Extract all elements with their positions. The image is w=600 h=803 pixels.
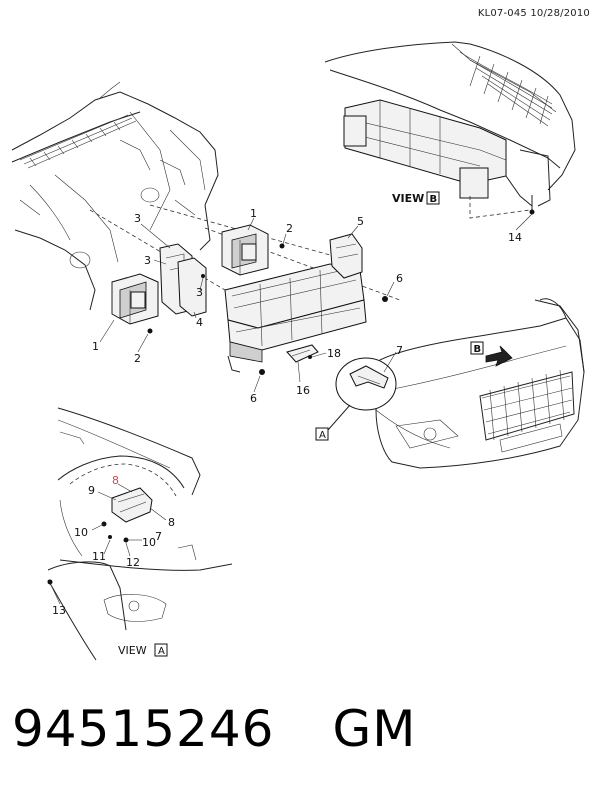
callout-3-top: 3 [134, 212, 141, 225]
callout-10-left: 10 [74, 526, 88, 539]
callout-1-upper: 1 [250, 207, 257, 220]
impact-bar-assembly [224, 233, 367, 373]
callout-4: 4 [196, 316, 203, 329]
callout-2-upper: 2 [286, 222, 293, 235]
fastener-3 [201, 274, 205, 278]
bracket-16 [286, 344, 319, 363]
callout-13: 13 [52, 604, 66, 617]
fastener-6-lower [259, 369, 265, 375]
view-a-letter-box [154, 643, 168, 657]
callout-6-lower: 6 [250, 392, 257, 405]
leader-lines [50, 217, 397, 605]
callout-2-lower: 2 [134, 352, 141, 365]
view-b-letter: B [430, 194, 438, 205]
view-b-bumper-assembly [324, 41, 576, 231]
callout-8-highlighted: 8 [112, 474, 119, 487]
callout-14: 14 [508, 231, 522, 244]
energy-absorber-lower [111, 273, 159, 325]
callout-8: 8 [168, 516, 175, 529]
callout-3-mid: 3 [144, 254, 151, 267]
callout-12: 12 [126, 556, 140, 569]
view-a-title: VIEW [118, 644, 147, 657]
callout-7-detail: 7 [396, 344, 403, 357]
callout-3-low: 3 [196, 286, 203, 299]
fastener-2-lower [147, 328, 153, 334]
callout-18: 18 [327, 347, 341, 360]
callout-6-right: 6 [396, 272, 403, 285]
view-b-arrow-marker [470, 341, 513, 367]
front-fascia [375, 298, 585, 469]
view-a-marker-box [315, 427, 329, 441]
fascia-grille-mesh [481, 369, 573, 441]
view-b-letter-box [426, 191, 440, 205]
callout-5: 5 [357, 215, 364, 228]
vehicle-front-structure [11, 81, 219, 311]
energy-absorber-upper [221, 224, 269, 276]
view-a-letter: A [158, 646, 165, 657]
callout-1-lower: 1 [92, 340, 99, 353]
part-number: 94515246 [12, 700, 275, 758]
callout-numbers: 1 2 5 3 3 3 4 6 1 2 6 16 18 7 8 9 8 10 1… [52, 207, 403, 617]
view-b-title: VIEW [392, 192, 424, 205]
detail-circle-7 [327, 357, 397, 431]
part-number-footer: 94515246 GM [12, 700, 416, 758]
fastener-2-upper [279, 243, 285, 249]
callout-11: 11 [92, 550, 106, 563]
bracket-3-4 [159, 243, 207, 317]
callout-16: 16 [296, 384, 310, 397]
fastener-18 [308, 355, 312, 359]
drawing-code-date: KL07-045 10/28/2010 [477, 8, 590, 19]
callout-10-right: 10 [142, 536, 156, 549]
view-b-arrow-letter: B [474, 344, 482, 355]
view-a-marker-letter: A [319, 430, 326, 441]
cowl-vent-grille [19, 114, 137, 169]
callout-9: 9 [88, 484, 95, 497]
callout-7-view-a: 7 [155, 530, 162, 543]
brand-name: GM [332, 700, 417, 758]
view-a-wheelhouse-detail [47, 407, 233, 661]
view-b-grille-mesh [469, 55, 553, 127]
fastener-6-right [382, 296, 388, 302]
